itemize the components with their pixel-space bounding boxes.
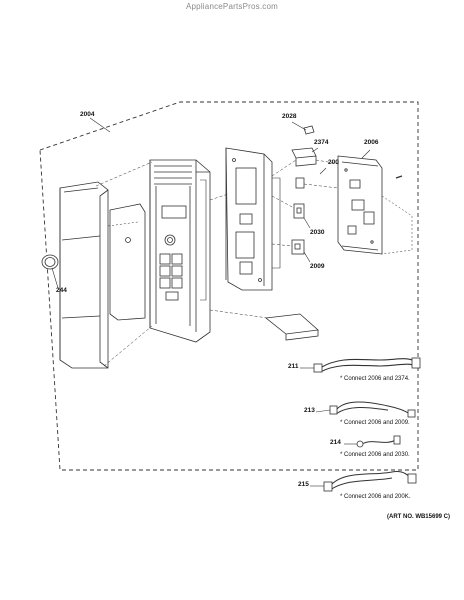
part-2030 <box>293 203 305 219</box>
callout-211: 211 <box>288 363 299 370</box>
assembly-leaders <box>95 159 341 367</box>
harness-215 <box>310 471 417 492</box>
callout-2009: 2009 <box>310 263 325 270</box>
art-number: (ART NO. WB15699 C) <box>386 514 450 520</box>
board-projection <box>381 195 413 255</box>
callout-2004: 2004 <box>80 111 95 118</box>
callout-215: 215 <box>298 481 309 488</box>
door-panel <box>59 181 109 369</box>
callout-leaders <box>291 121 371 263</box>
callout-2006: 2006 <box>364 139 379 146</box>
harness-211 <box>300 357 421 373</box>
leader-2004 <box>89 117 111 133</box>
callout-2030: 2030 <box>310 229 325 236</box>
note-215: * Connect 2006 and 200K. <box>340 494 411 500</box>
knob-244 <box>41 254 59 289</box>
part-2374 <box>291 147 317 167</box>
assembly-boundary <box>39 101 419 471</box>
part-2006 <box>337 155 403 255</box>
note-211: * Connect 2006 and 2374. <box>340 376 410 382</box>
part-2009 <box>291 239 305 255</box>
callout-200: 200 <box>328 159 339 166</box>
callout-213: 213 <box>304 407 315 414</box>
cover-plate <box>265 313 319 341</box>
harness-213 <box>315 401 416 418</box>
harness-214 <box>344 435 401 448</box>
note-213: * Connect 2006 and 2009. <box>340 420 410 426</box>
film-panel <box>107 203 146 321</box>
part-200 <box>295 167 327 189</box>
bracket-frame <box>225 147 281 291</box>
watermark: AppliancePartsPros.com <box>186 2 278 11</box>
callout-2374: 2374 <box>314 139 329 146</box>
note-214: * Connect 2006 and 2030. <box>340 452 410 458</box>
callout-244: 244 <box>56 287 67 294</box>
part-2028 <box>303 125 315 135</box>
callout-2028: 2028 <box>282 113 297 120</box>
control-frame <box>149 159 211 343</box>
callout-214: 214 <box>330 439 341 446</box>
